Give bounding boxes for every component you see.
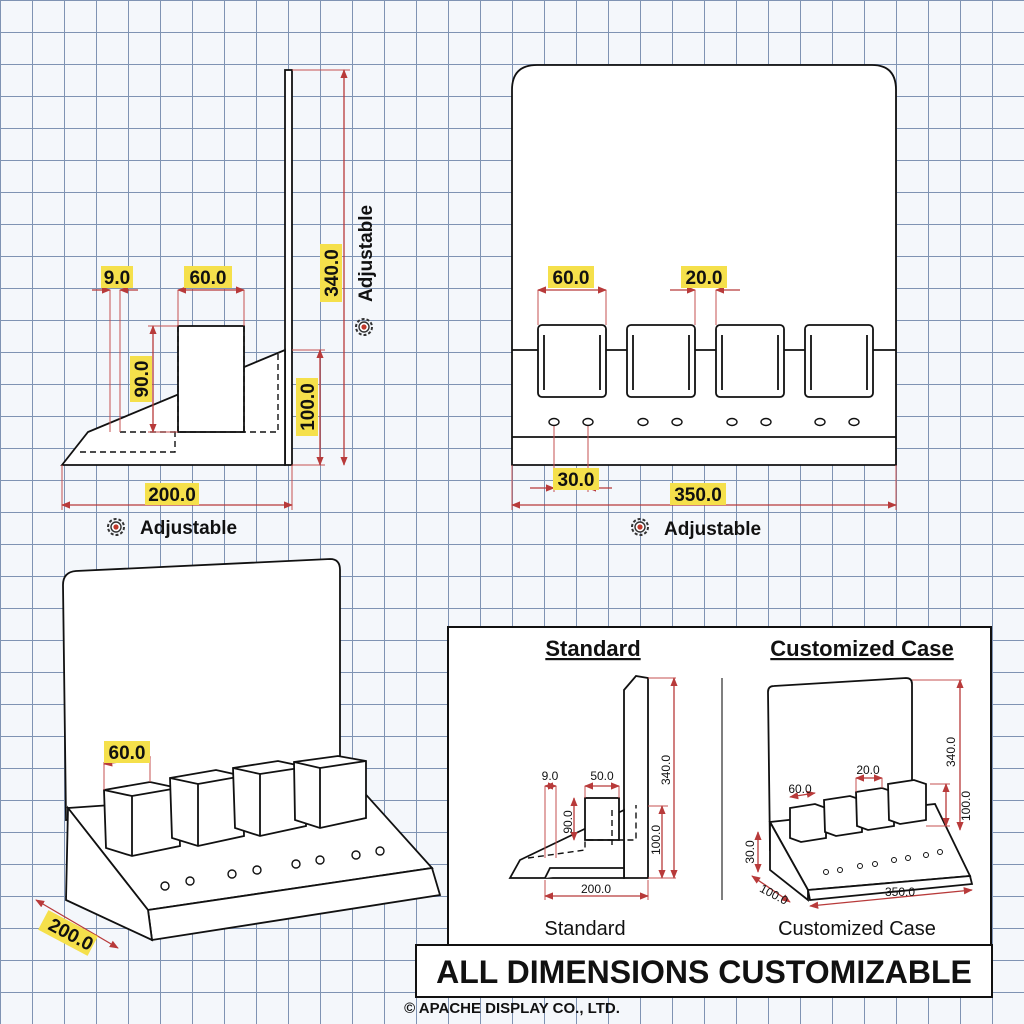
std-dim-200: 200.0: [581, 882, 611, 896]
cus-dim-20: 20.0: [856, 763, 880, 777]
customized-mini-drawing: 60.0 20.0 340.0 100.0 30.0 100.0 350.0: [743, 677, 974, 909]
front-dim-30: 30.0: [558, 470, 595, 491]
side-view: 9.0 60.0 90.0 100.0 340.0 200.0 Adjustab…: [60, 69, 377, 539]
iso-dim-60-tag: [104, 741, 150, 763]
side-dim-9-tag: [101, 266, 133, 288]
adjust-gear-icon: [631, 518, 649, 536]
front-dim-60-tag: [548, 266, 594, 288]
side-dim-100: 100.0: [298, 383, 319, 431]
side-adjustable-vertical: Adjustable: [356, 205, 377, 302]
side-dim-60: 60.0: [190, 268, 227, 289]
front-dim-350-tag: [670, 483, 726, 505]
cus-dim-100: 100.0: [959, 791, 973, 821]
iso-dim-60: 60.0: [109, 743, 146, 764]
side-cup: [177, 325, 245, 433]
side-dim-340: 340.0: [322, 249, 343, 297]
front-dim-30-tag: [553, 468, 599, 490]
cus-dim-340: 340.0: [944, 737, 958, 767]
side-dim-9: 9.0: [104, 268, 130, 289]
std-dim-90: 90.0: [561, 810, 575, 834]
iso-view: 60.0 200.0: [35, 558, 442, 956]
side-dim-200: 200.0: [148, 485, 196, 506]
inset-comparison: Standard Customized Case 9.0 50.0 90.0 1…: [447, 626, 992, 946]
standard-mini-drawing: 9.0 50.0 90.0 100.0 340.0 200.0: [508, 675, 678, 900]
customized-caption: Customized Case: [778, 918, 936, 940]
front-cups: [537, 324, 874, 398]
front-adjustable-bottom: Adjustable: [664, 519, 761, 540]
front-holes: [548, 417, 860, 427]
cus-dim-30: 30.0: [743, 840, 757, 864]
front-dim-350: 350.0: [674, 485, 722, 506]
side-dim-60-tag: [184, 266, 232, 288]
adjust-gear-icon: [355, 318, 373, 336]
side-dim-90-tag: [130, 356, 152, 402]
front-dim-20: 20.0: [686, 268, 723, 289]
std-dim-50: 50.0: [590, 769, 614, 783]
std-dim-340: 340.0: [659, 755, 673, 785]
front-back-panel: [511, 64, 897, 466]
customizable-banner: ALL DIMENSIONS CUSTOMIZABLE: [415, 944, 993, 998]
copyright-text: © APACHE DISPLAY CO., LTD.: [404, 1000, 620, 1017]
side-dim-100-tag: [296, 378, 318, 436]
banner-text: ALL DIMENSIONS CUSTOMIZABLE: [436, 954, 972, 990]
side-dim-200-tag: [145, 483, 199, 505]
side-dim-90: 90.0: [132, 361, 153, 398]
customized-heading: Customized Case: [770, 636, 953, 661]
cus-dim-350: 350.0: [885, 885, 915, 899]
side-base: [60, 348, 286, 466]
side-adjustable-bottom: Adjustable: [140, 518, 237, 539]
std-dim-100: 100.0: [649, 825, 663, 855]
iso-dim-200-tag: [38, 910, 98, 956]
side-back-panel: [284, 69, 293, 466]
front-dim-20-tag: [681, 266, 727, 288]
iso-holes: [160, 846, 385, 891]
front-dim-60: 60.0: [553, 268, 590, 289]
standard-caption: Standard: [544, 918, 625, 940]
side-dim-340-tag: [320, 244, 342, 302]
iso-cups: [103, 755, 367, 857]
cus-dim-60: 60.0: [788, 782, 812, 796]
front-view: 60.0 20.0 30.0 350.0 Adjustable: [511, 64, 897, 540]
standard-heading: Standard: [545, 636, 640, 661]
adjust-gear-icon: [107, 518, 125, 536]
std-dim-9: 9.0: [542, 769, 559, 783]
